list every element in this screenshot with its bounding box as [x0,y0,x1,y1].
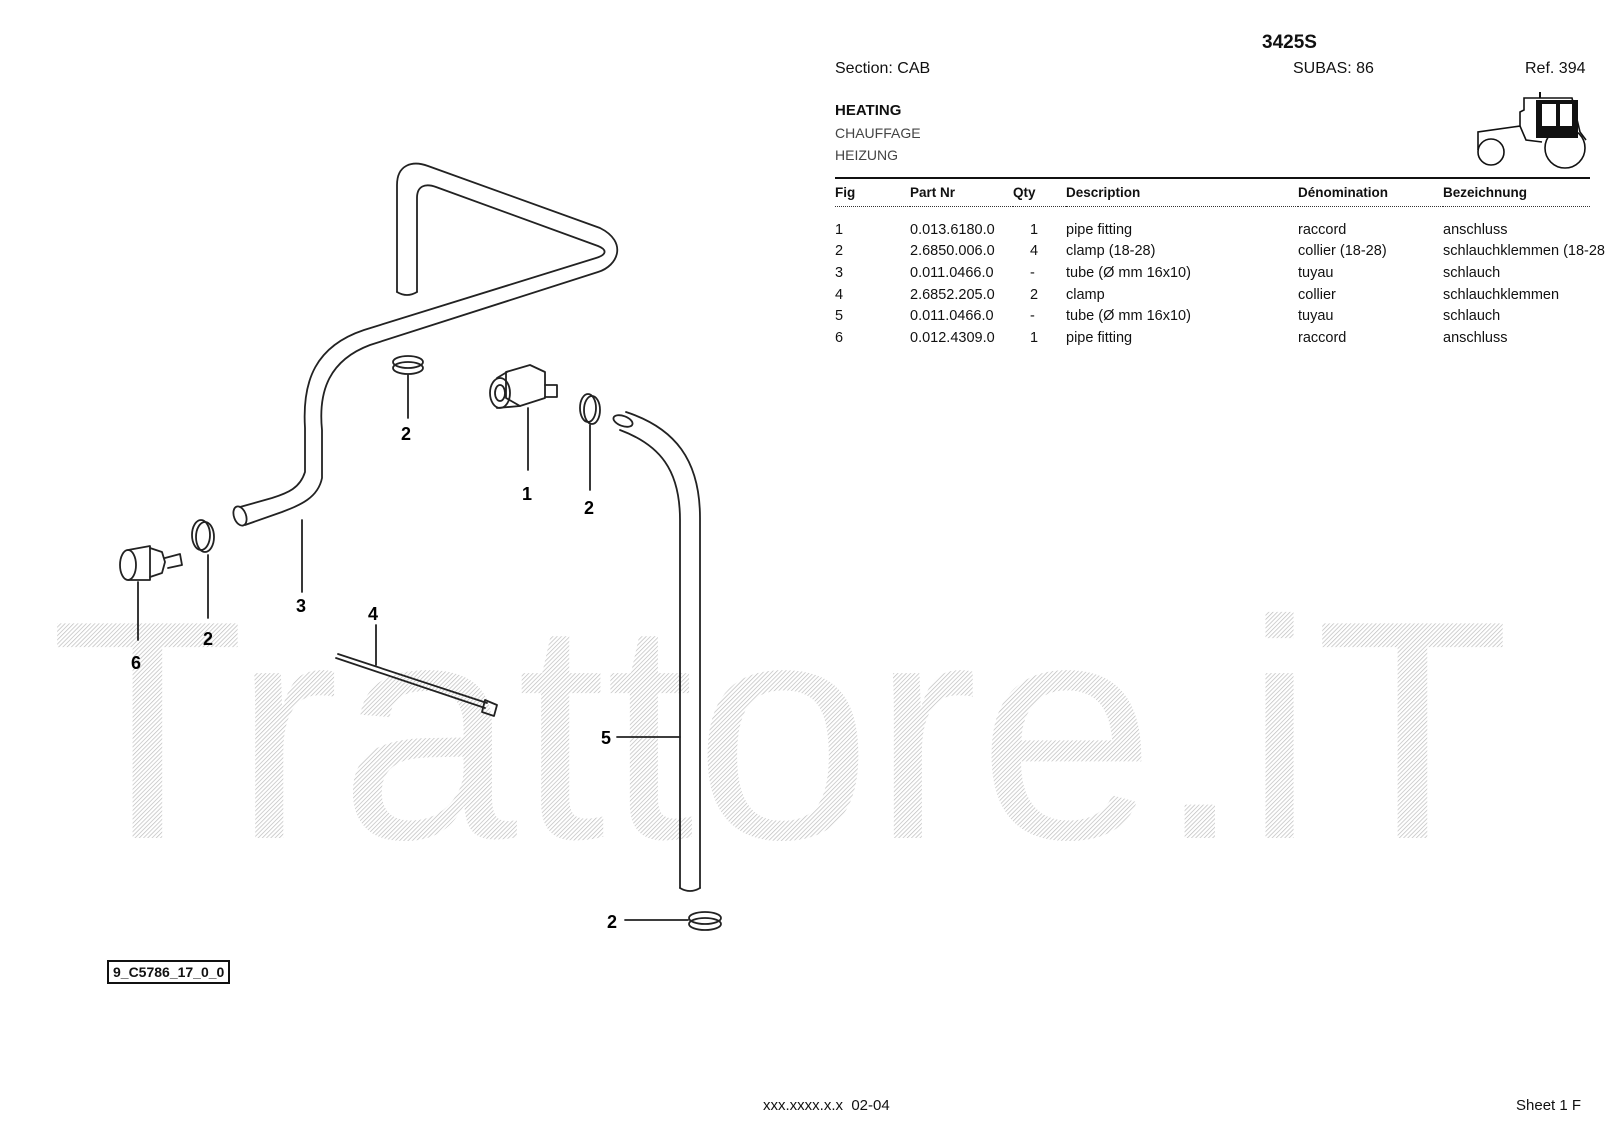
sheet-label: Sheet 1 F [1516,1097,1582,1114]
cell-fig: 2 [835,243,844,260]
cell-fig: 3 [835,264,844,281]
cell-desc: tube (Ø mm 16x10) [1066,308,1191,325]
watermark-text: Trattore.iT [50,557,1510,905]
cable-tie-part-4 [335,624,498,717]
callout-2-bottom: 2 [607,912,617,932]
col-part-nr: Part Nr [910,177,1013,207]
subas-label: SUBAS: 86 [1293,60,1374,77]
cell-den: tuyau [1298,264,1334,281]
fitting-part-6 [119,545,183,641]
cell-part: 0.012.4309.0 [910,329,995,346]
callout-3: 3 [296,596,306,616]
tractor-cab-icon [1477,92,1587,169]
col-fig: Fig [835,177,910,207]
cell-part: 2.6852.205.0 [910,286,995,303]
cell-qty: 4 [1030,243,1039,260]
col-bezeichnung: Bezeichnung [1443,177,1590,207]
cell-den: tuyau [1298,308,1334,325]
callout-5: 5 [601,728,611,748]
table-row: 4 2.6852.205.0 2 clamp collier schlauchk… [835,284,1590,306]
section-label: Section: CAB [835,60,931,77]
clamp-icon-top [392,355,424,419]
clamp-icon-left [191,519,215,619]
cell-den: raccord [1298,221,1347,238]
callout-2-right: 2 [584,498,594,518]
cell-desc: clamp (18-28) [1066,243,1156,260]
col-denomination: Dénomination [1298,177,1443,207]
cell-bez: schlauchklemmen (18-28 [1443,243,1605,260]
callout-2-top: 2 [401,424,411,444]
watermark: Trattore.iT [50,557,1510,905]
cell-bez: schlauchklemmen [1443,286,1560,303]
ref-label: Ref. 394 [1525,60,1586,77]
callout-1: 1 [522,484,532,504]
callout-6: 6 [131,653,141,673]
cell-desc: tube (Ø mm 16x10) [1066,264,1191,281]
cell-qty: 2 [1030,286,1039,303]
cell-qty: - [1030,308,1035,325]
cell-fig: 5 [835,308,844,325]
table-header-row: Fig Part Nr Qty Description Dénomination… [835,177,1590,207]
tube-part-5 [612,411,701,892]
tube-part-3 [232,162,619,527]
cell-desc: pipe fitting [1066,221,1133,238]
cell-fig: 6 [835,329,844,346]
fitting-part-1 [489,364,558,471]
cell-part: 2.6850.006.0 [910,243,995,260]
cell-desc: pipe fitting [1066,329,1133,346]
cell-part: 0.011.0466.0 [910,264,994,281]
table-row: 2 2.6850.006.0 4 clamp (18-28) collier (… [835,241,1605,263]
cell-desc: clamp [1066,286,1105,303]
cell-qty: 1 [1030,221,1039,238]
parts-table: Fig Part Nr Qty Description Dénomination… [835,177,1605,349]
title-english: HEATING [835,102,902,119]
cell-fig: 4 [835,286,844,303]
table-row: 5 0.011.0466.0 - tube (Ø mm 16x10) tuyau… [835,305,1590,327]
figure-code: 9_C5786_17_0_0 [107,960,231,984]
table-row: 6 0.012.4309.0 1 pipe fitting raccord an… [835,327,1590,349]
callout-4: 4 [368,604,378,624]
cell-part: 0.013.6180.0 [910,221,995,238]
clamp-icon-right [579,393,601,491]
table-row: 3 0.011.0466.0 - tube (Ø mm 16x10) tuyau… [835,262,1590,284]
cell-bez: schlauch [1443,264,1501,281]
cell-qty: 1 [1030,329,1039,346]
cell-fig: 1 [835,221,844,238]
table-row: 1 0.013.6180.0 1 pipe fitting raccord an… [835,207,1590,241]
footer-code: xxx.xxxx.x.x 02-04 [763,1097,890,1114]
cell-bez: anschluss [1443,221,1508,238]
clamp-icon-bottom [624,911,722,931]
title-german: HEIZUNG [835,147,898,163]
title-french: CHAUFFAGE [835,125,921,141]
cell-qty: - [1030,264,1035,281]
col-description: Description [1066,177,1298,207]
cell-den: collier [1298,286,1336,303]
cell-den: raccord [1298,329,1347,346]
model-number: 3425S [1262,32,1317,53]
callout-2-left: 2 [203,629,213,649]
parts-drawing: 2 1 2 3 2 6 4 5 2 [119,162,722,932]
col-qty: Qty [1013,177,1066,207]
cell-bez: schlauch [1443,308,1501,325]
cell-part: 0.011.0466.0 [910,308,994,325]
cell-den: collier (18-28) [1298,243,1387,260]
cell-bez: anschluss [1443,329,1508,346]
